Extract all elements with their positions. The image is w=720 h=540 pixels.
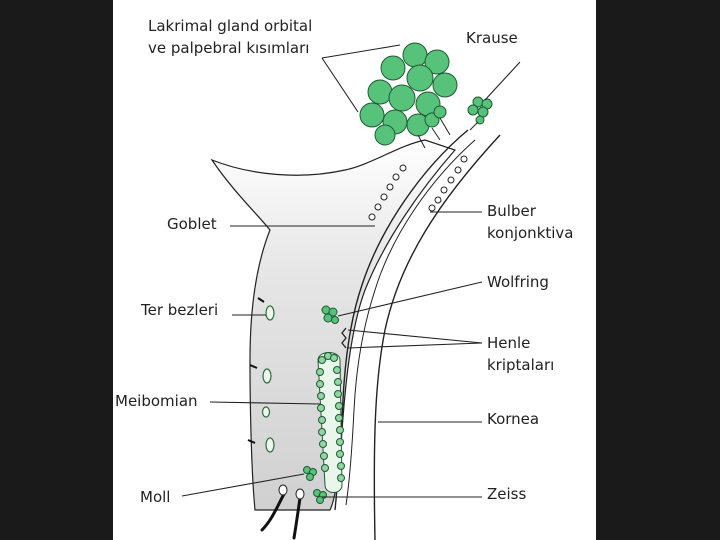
label-lacrimal-line2: ve palpebral kısımları [148,39,310,57]
skin-markers [247,297,265,444]
wolfring-gland [321,305,339,324]
label-meibomian: Meibomian [115,392,198,410]
label-goblet: Goblet [167,215,217,233]
label-bulber-line2: konjonktiva [487,224,574,242]
meibomian-gland [316,352,345,493]
cornea-line [373,134,501,540]
lacrimal-gland-cluster [359,42,458,146]
label-lacrimal-line1: Lakrimal gland orbital [148,17,313,35]
label-bulber-line1: Bulber [487,202,536,220]
conjunctiva-inner [345,139,476,506]
label-ter-bezleri: Ter bezleri [141,301,219,319]
label-kornea: Kornea [487,410,540,428]
label-moll: Moll [140,488,171,506]
hair-follicles [278,484,305,500]
label-krause: Krause [466,29,518,47]
label-henle-line2: kriptaları [487,356,555,374]
krause-gland [467,96,493,125]
leader-lines [181,44,521,498]
label-henle-line1: Henle [487,334,531,352]
zeiss-gland [313,489,327,504]
henle-crypts [341,327,347,349]
lacrimal-ducts [417,117,451,149]
krause-duct [469,121,479,131]
label-wolfring: Wolfring [487,273,549,291]
sweat-glands [261,305,275,453]
moll-gland [303,466,317,481]
label-zeiss: Zeiss [487,485,527,503]
goblet-cells [368,155,468,221]
